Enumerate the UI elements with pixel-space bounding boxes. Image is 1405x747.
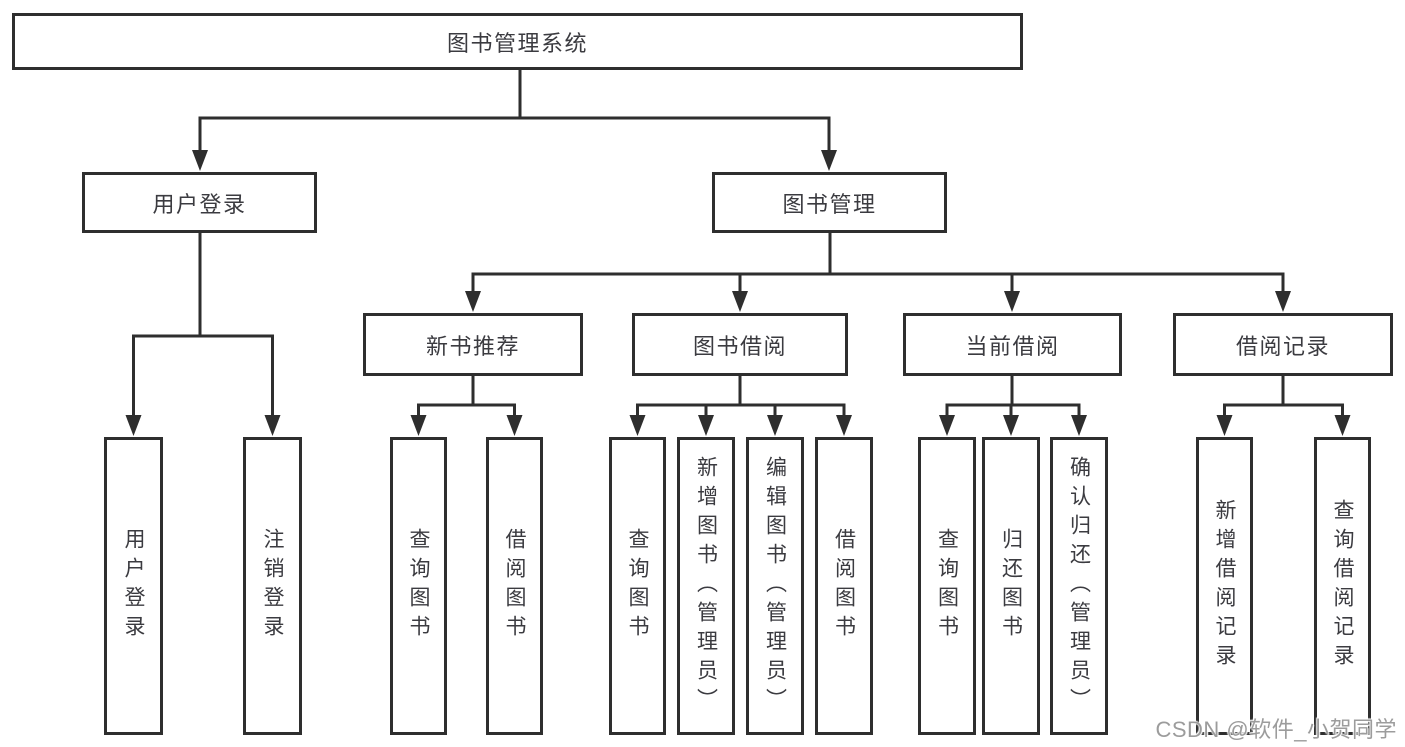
node-new-book-recommendation: 新书推荐 — [363, 313, 583, 376]
connector-book-borrowing — [636, 376, 846, 417]
connector-current-borrowing — [945, 376, 1081, 417]
node-library-management-system: 图书管理系统 — [12, 13, 1023, 70]
node-borrowing-records: 借阅记录 — [1173, 313, 1393, 376]
node-leaf-borrow-books: 借阅图书 — [815, 437, 873, 735]
node-leaf-borrow-books-recommend: 借阅图书 — [486, 437, 543, 735]
node-book-management: 图书管理 — [712, 172, 947, 233]
node-leaf-edit-books-admin: 编辑图书（管理员） — [746, 437, 804, 735]
node-leaf-query-books-current: 查询图书 — [918, 437, 976, 735]
node-leaf-query-books-borrowing: 查询图书 — [609, 437, 666, 735]
node-current-borrowing: 当前借阅 — [903, 313, 1122, 376]
node-book-borrowing: 图书借阅 — [632, 313, 848, 376]
connector-book-management — [471, 233, 1285, 293]
node-leaf-add-borrow-record: 新增借阅记录 — [1196, 437, 1253, 735]
node-leaf-query-books-recommend: 查询图书 — [390, 437, 447, 735]
connector-new-book-recommendation — [417, 376, 516, 417]
node-leaf-add-books-admin: 新增图书（管理员） — [677, 437, 735, 735]
node-leaf-user-login: 用户登录 — [104, 437, 163, 735]
connector-user-login — [132, 233, 274, 417]
node-leaf-query-borrow-record: 查询借阅记录 — [1314, 437, 1371, 735]
node-user-login: 用户登录 — [82, 172, 317, 233]
arrowheads — [125, 150, 1351, 436]
node-leaf-return-books: 归还图书 — [982, 437, 1040, 735]
connector-borrowing-records — [1223, 376, 1344, 417]
csdn-watermark: CSDN @软件_小贺同学 — [1155, 717, 1397, 742]
node-leaf-logout: 注销登录 — [243, 437, 302, 735]
node-leaf-confirm-return-admin: 确认归还（管理员） — [1050, 437, 1108, 735]
connector-root — [198, 70, 831, 152]
